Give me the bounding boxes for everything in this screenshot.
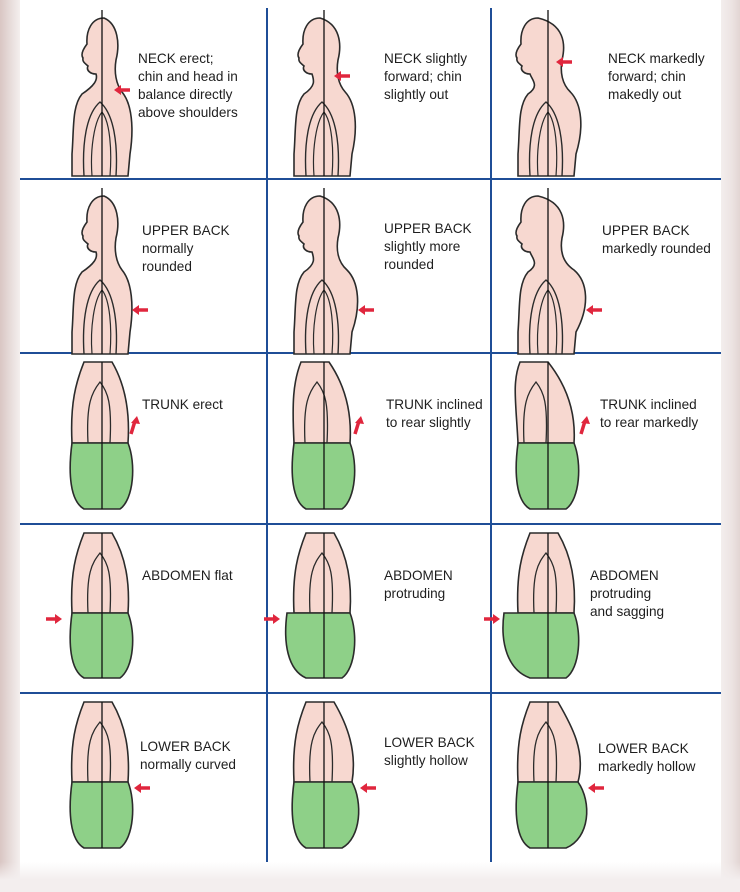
- label-upper-back-2: UPPER BACK slightly more rounded: [384, 220, 472, 274]
- posture-figure: [516, 702, 587, 848]
- label-trunk-2: TRUNK inclined to rear slightly: [386, 396, 483, 432]
- red-arrow-icon: [581, 416, 590, 434]
- posture-figure: [72, 10, 132, 176]
- label-lower-back-1: LOWER BACK normally curved: [140, 738, 236, 774]
- figure-trunk-1: [42, 356, 172, 523]
- label-neck-2: NECK slightly forward; chin slightly out: [384, 50, 467, 104]
- label-lower-back-3: LOWER BACK markedly hollow: [598, 740, 695, 776]
- posture-figure: [292, 362, 354, 509]
- figure-abdomen-1: [42, 527, 172, 692]
- red-arrow-icon: [131, 416, 140, 434]
- red-arrow-icon: [588, 783, 604, 793]
- grid-divider-horizontal: [20, 178, 721, 180]
- figure-abdomen-2: [264, 527, 394, 692]
- bottom-edge: [0, 862, 740, 892]
- red-arrow-icon: [134, 783, 150, 793]
- posture-figure: [70, 362, 132, 509]
- figure-trunk-3: [488, 356, 618, 523]
- label-trunk-1: TRUNK erect: [142, 396, 223, 414]
- label-trunk-3: TRUNK inclined to rear markedly: [600, 396, 698, 432]
- posture-figure: [515, 362, 578, 509]
- posture-figure: [294, 10, 355, 176]
- label-neck-1: NECK erect; chin and head in balance dir…: [138, 50, 238, 122]
- posture-figure: [286, 533, 355, 678]
- red-arrow-icon: [484, 614, 500, 624]
- posture-figure: [70, 533, 132, 678]
- red-arrow-icon: [355, 416, 364, 434]
- red-arrow-icon: [586, 305, 602, 315]
- red-arrow-icon: [360, 783, 376, 793]
- posture-chart-panel: NECK erect; chin and head in balance dir…: [20, 0, 721, 892]
- posture-figure: [516, 188, 586, 354]
- red-arrow-icon: [132, 305, 148, 315]
- posture-figure: [503, 533, 579, 678]
- red-arrow-icon: [264, 614, 280, 624]
- figure-upper-back-3: [488, 182, 618, 352]
- grid-divider-horizontal: [20, 692, 721, 694]
- label-lower-back-2: LOWER BACK slightly hollow: [384, 734, 475, 770]
- label-abdomen-2: ABDOMEN protruding: [384, 567, 453, 603]
- posture-figure: [292, 702, 359, 848]
- label-abdomen-1: ABDOMEN flat: [142, 567, 233, 585]
- figure-neck-2: [264, 4, 394, 178]
- posture-figure: [294, 188, 358, 354]
- red-arrow-icon: [46, 614, 62, 624]
- label-upper-back-1: UPPER BACK normally rounded: [142, 222, 230, 276]
- label-upper-back-3: UPPER BACK markedly rounded: [602, 222, 711, 258]
- figure-neck-3: [488, 4, 618, 178]
- figure-lower-back-1: [42, 696, 172, 862]
- label-neck-3: NECK markedly forward; chin makedly out: [608, 50, 705, 104]
- label-abdomen-3: ABDOMEN protruding and sagging: [590, 567, 717, 621]
- posture-figure: [70, 702, 132, 848]
- figure-trunk-2: [264, 356, 394, 523]
- grid-divider-horizontal: [20, 523, 721, 525]
- figure-lower-back-2: [264, 696, 394, 862]
- figure-upper-back-2: [264, 182, 394, 352]
- red-arrow-icon: [358, 305, 374, 315]
- figure-lower-back-3: [488, 696, 618, 862]
- posture-figure: [72, 188, 132, 354]
- posture-figure: [516, 10, 581, 176]
